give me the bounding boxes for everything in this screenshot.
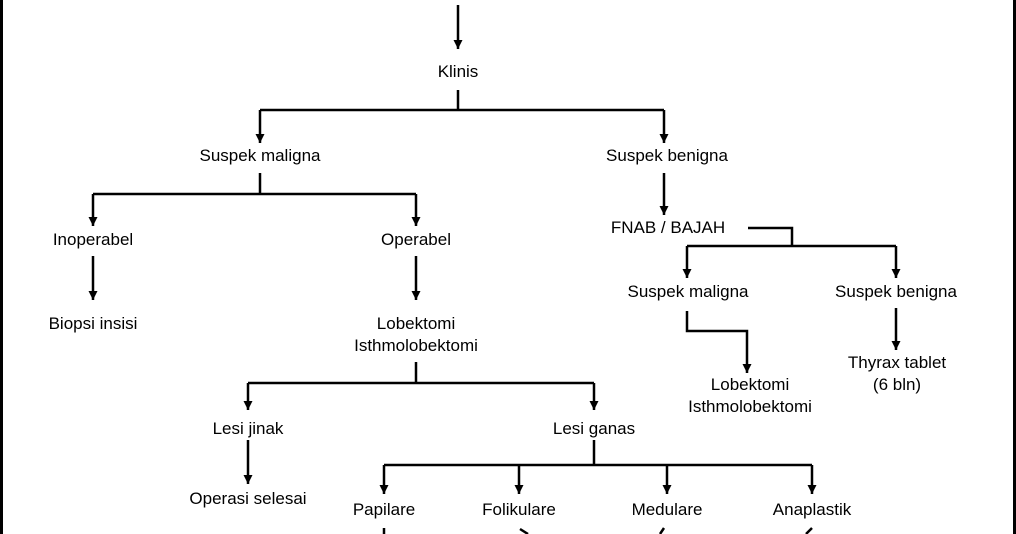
node-fnab-bajah: FNAB / BAJAH [610,218,726,237]
node-isthmolobektomi-2: Isthmolobektomi [688,397,812,416]
node-lobektomi: Lobektomi [376,314,456,333]
connector-fnab [748,226,794,246]
node-operabel: Operabel [381,230,451,249]
node-suspek-maligna: Suspek maligna [199,146,321,165]
node-anaplastik: Anaplastik [772,500,852,519]
node-medulare: Medulare [631,500,703,519]
folikulare-continuation [519,527,529,534]
node-lobektomi-2: Lobektomi [710,375,790,394]
anaplastik-continuation [805,527,813,534]
medulare-continuation [658,527,666,534]
node-suspek-benigna: Suspek benigna [606,146,728,165]
node-isthmolobektomi: Isthmolobektomi [354,336,478,355]
node-papilare: Papilare [352,500,416,519]
node-klinis: Klinis [437,62,479,81]
node-biopsi-insisi: Biopsi insisi [48,314,138,333]
node-lesi-jinak: Lesi jinak [212,419,284,438]
node-folikulare: Folikulare [482,500,556,519]
node-fnab-suspek-benigna: Suspek benigna [835,282,957,301]
node-operasi-selesai: Operasi selesai [189,489,307,508]
node-inoperabel: Inoperabel [52,230,134,249]
node-thyrax-tablet: Thyrax tablet [847,353,947,372]
node-thyrax-duration: (6 bln) [872,375,922,394]
arrow-to-lobektomi-2 [685,311,752,373]
node-lesi-ganas: Lesi ganas [552,419,636,438]
node-fnab-suspek-maligna: Suspek maligna [627,282,749,301]
